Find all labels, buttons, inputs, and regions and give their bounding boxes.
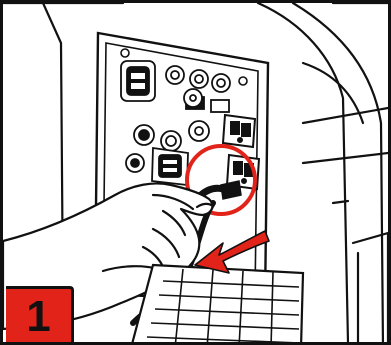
cooling-vent: [131, 265, 303, 345]
covered-outlet: [121, 61, 155, 101]
outlet-icon: [223, 115, 255, 147]
step-number-badge: 1: [6, 286, 74, 345]
